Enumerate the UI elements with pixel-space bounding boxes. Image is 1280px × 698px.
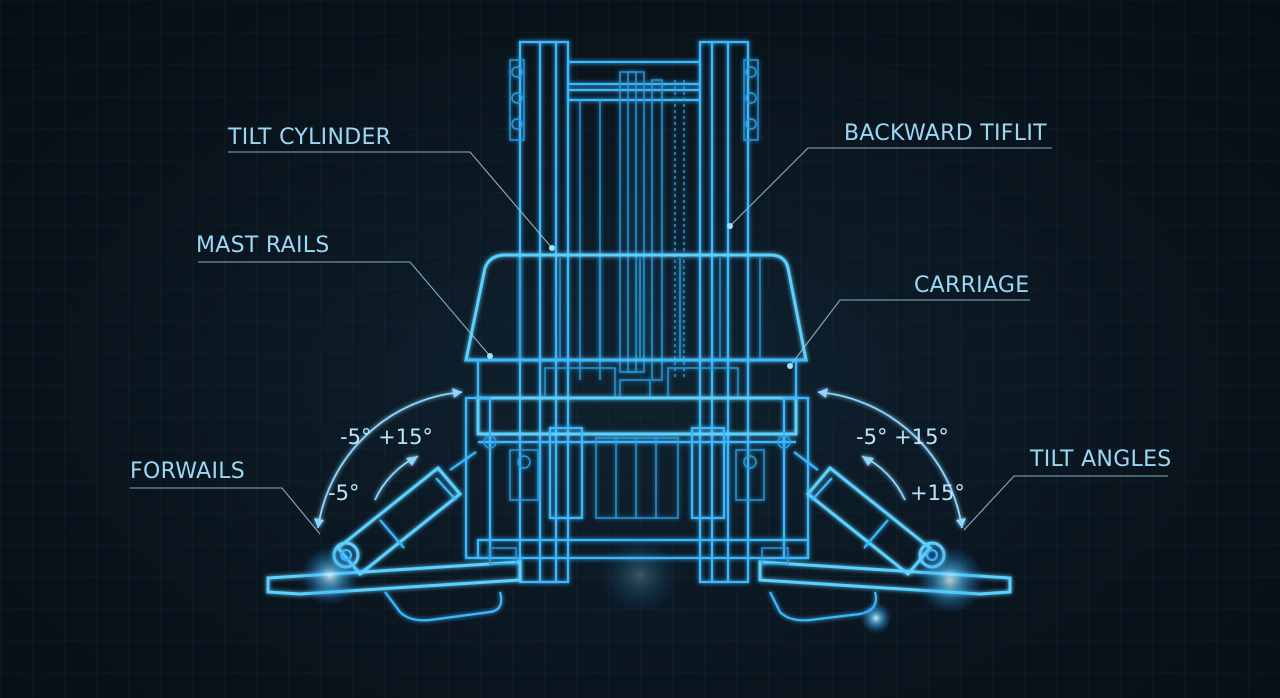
lift-chain xyxy=(579,71,685,381)
leader-lines xyxy=(130,147,1168,535)
label-carriage: CARRIAGE xyxy=(914,273,1029,298)
angle-arcs-right xyxy=(817,388,966,529)
label-backward-tiflit: BACKWARD TIFLIT xyxy=(844,121,1047,146)
forks-left xyxy=(266,547,522,622)
carriage xyxy=(464,253,810,560)
angle-right-top: -5° +15° xyxy=(856,425,949,449)
angle-right-bottom: +15° xyxy=(910,481,965,505)
angle-arcs-left xyxy=(314,388,463,529)
glow-highlights xyxy=(300,535,984,634)
angle-left-top: -5° +15° xyxy=(340,425,433,449)
label-mast-rails: MAST RAILS xyxy=(196,233,330,258)
tilt-cylinder-left xyxy=(332,451,477,577)
label-tilt-cylinder: TILT CYLINDER xyxy=(227,125,391,150)
tilt-cylinder-right xyxy=(793,451,946,577)
label-forwails: FORWAILS xyxy=(130,459,245,484)
angle-left-bottom: -5° xyxy=(328,481,359,505)
mast-rails xyxy=(509,40,759,584)
label-tilt-angles: TILT ANGLES xyxy=(1029,447,1172,472)
